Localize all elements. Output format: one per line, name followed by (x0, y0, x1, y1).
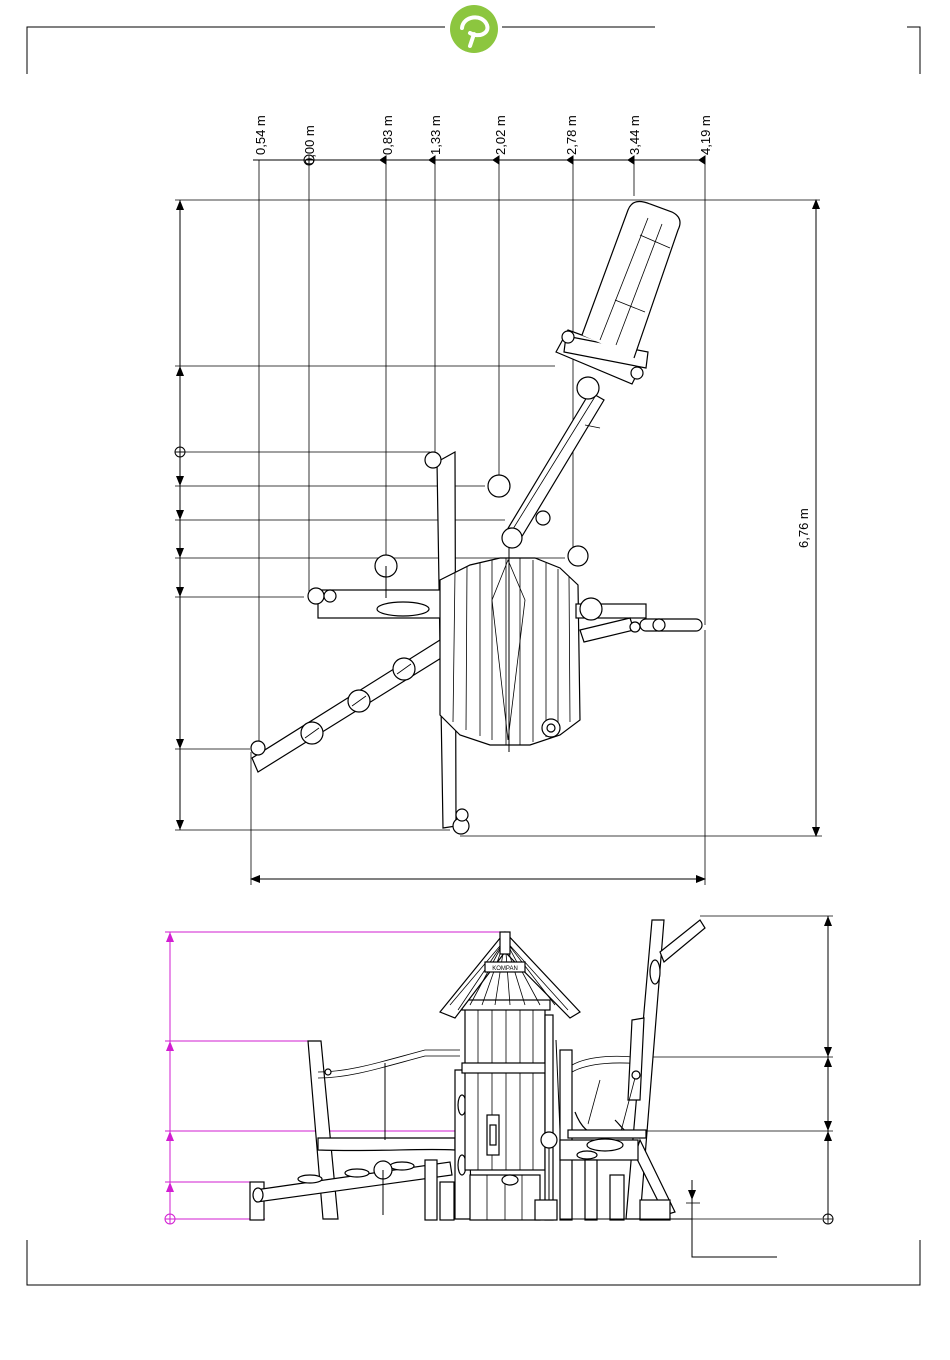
roof-top-view (440, 540, 580, 752)
dim-label: 3,44 m (627, 115, 642, 155)
overall-length-label: 6,76 m (796, 508, 811, 548)
top-view-structure (251, 202, 702, 834)
dim-label: 2,02 m (493, 115, 508, 155)
dim-label: 2,78 m (564, 115, 579, 155)
kompan-sign: KOMPAN (492, 966, 518, 972)
kompan-leaf-logo-icon (450, 5, 498, 53)
dim-label: 0,83 m (380, 115, 395, 155)
side-view-structure: KOMPAN (250, 920, 705, 1220)
dim-label: 1,33 m (428, 115, 443, 155)
dim-label: 4,19 m (698, 115, 713, 155)
top-view-dimensions: 0,54 m 0,00 m 0,83 m 1,33 m 2,02 m 2,78 … (175, 115, 822, 885)
dim-label: 0,54 m (253, 115, 268, 155)
